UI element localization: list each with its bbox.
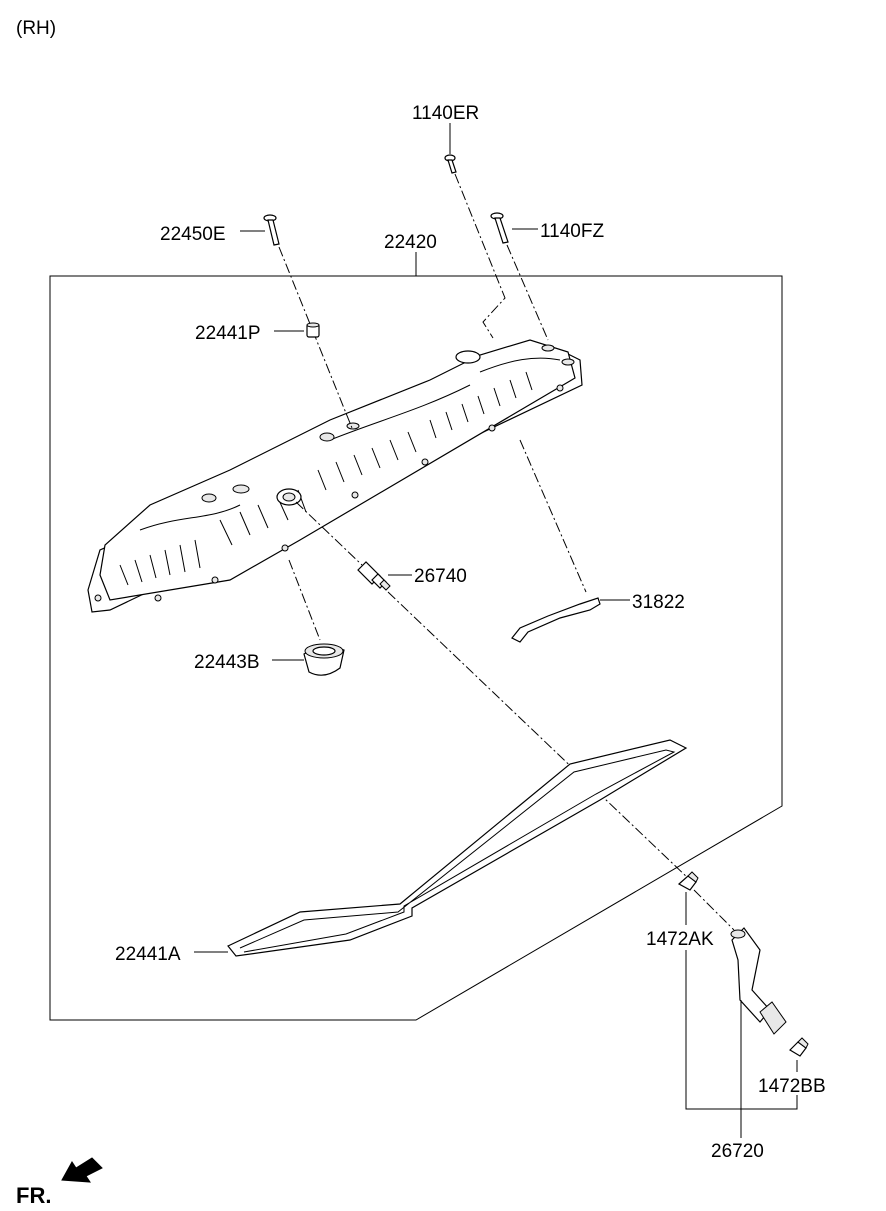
clamp-1472bb[interactable]: [789, 1037, 809, 1057]
assembly-boundary: [49, 275, 783, 1021]
label-22443b: 22443B: [194, 652, 260, 673]
front-label: FR.: [16, 1183, 51, 1208]
label-31822: 31822: [632, 592, 685, 613]
gasket-22441a[interactable]: [227, 739, 688, 957]
label-1140er: 1140ER: [412, 103, 479, 124]
seal-22443b[interactable]: [303, 643, 345, 676]
label-22420: 22420: [384, 232, 437, 253]
label-1472ak: 1472AK: [646, 929, 714, 950]
bolt-22450e[interactable]: [263, 214, 280, 246]
bolt-1140er[interactable]: [444, 154, 457, 174]
pcv-valve-26740[interactable]: [357, 561, 391, 591]
hose-26720[interactable]: [730, 927, 787, 1035]
side-label: (RH): [16, 18, 56, 39]
label-1472bb: 1472BB: [758, 1076, 826, 1097]
sleeve-22441p[interactable]: [306, 322, 320, 338]
cylinder-head-cover[interactable]: [87, 339, 583, 613]
bolt-1140fz[interactable]: [490, 212, 509, 244]
label-22450e: 22450E: [160, 224, 226, 245]
gasket-31822[interactable]: [511, 597, 601, 643]
clamp-1472ak[interactable]: [677, 871, 699, 891]
front-arrow-icon: [61, 1157, 103, 1183]
label-22441a: 22441A: [115, 944, 181, 965]
label-26740: 26740: [414, 566, 467, 587]
label-22441p: 22441P: [195, 323, 261, 344]
label-26720: 26720: [711, 1141, 764, 1162]
label-1140fz: 1140FZ: [540, 221, 604, 242]
